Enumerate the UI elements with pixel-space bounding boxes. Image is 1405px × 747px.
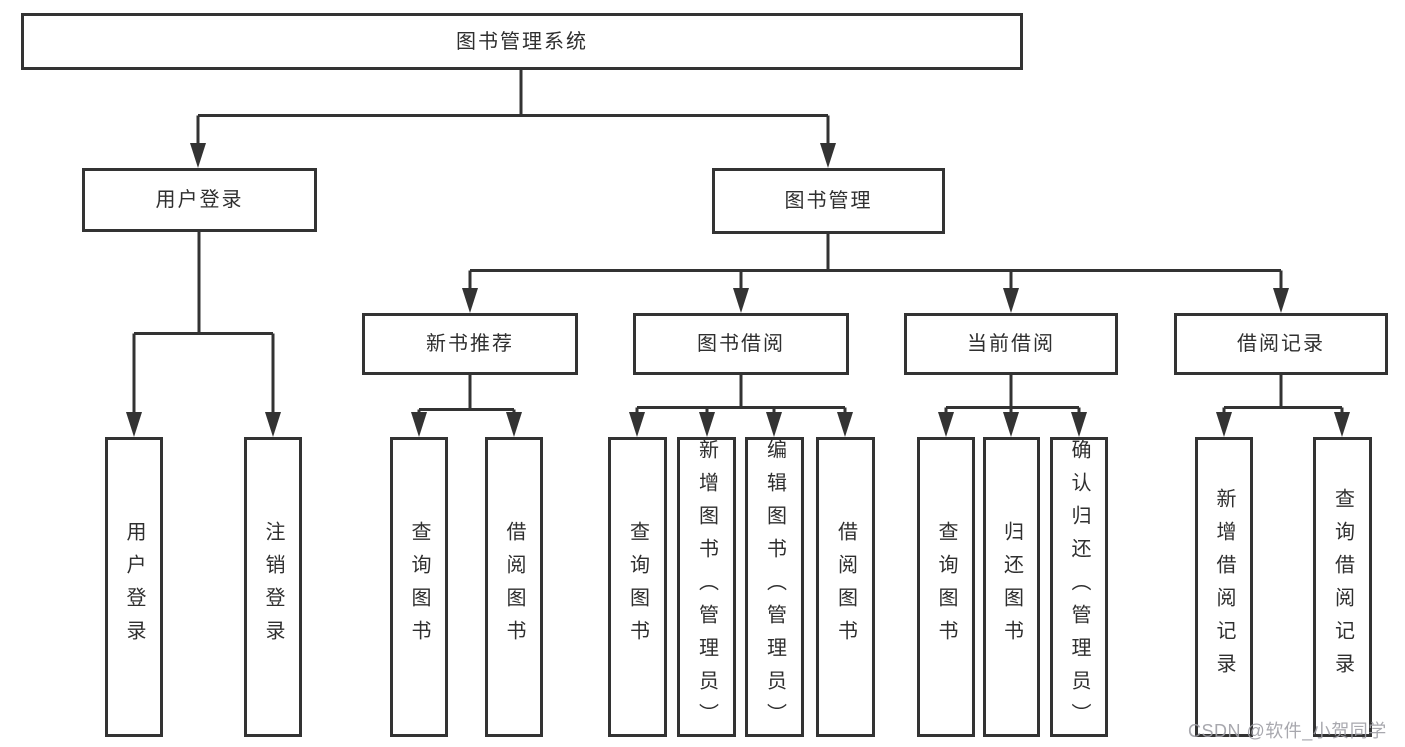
leaf-label: 用户登录 bbox=[123, 521, 145, 653]
node-new-book-recommend: 新书推荐 bbox=[362, 313, 578, 375]
leaf-user-login: 用户登录 bbox=[105, 437, 163, 737]
leaf-label: 注销登录 bbox=[262, 521, 284, 653]
leaf-borrow-book: 借阅图书 bbox=[816, 437, 875, 737]
leaf-label: 归还图书 bbox=[1000, 521, 1023, 653]
node-label: 用户登录 bbox=[155, 189, 244, 211]
leaf-label: 新增图书（管理员） bbox=[695, 438, 718, 736]
node-label: 图书管理 bbox=[784, 190, 873, 212]
csdn-watermark: CSDN @软件_小贺同学 bbox=[1188, 721, 1387, 741]
leaf-label: 查询图书 bbox=[626, 521, 649, 653]
leaf-query-book-recommend: 查询图书 bbox=[390, 437, 448, 737]
leaf-borrow-book-recommend: 借阅图书 bbox=[485, 437, 543, 737]
leaf-label: 新增借阅记录 bbox=[1213, 488, 1235, 686]
leaf-label: 确认归还（管理员） bbox=[1068, 438, 1090, 736]
leaf-label: 编辑图书（管理员） bbox=[763, 438, 786, 736]
leaf-query-borrow-record: 查询借阅记录 bbox=[1313, 437, 1372, 737]
node-label: 借阅记录 bbox=[1237, 333, 1325, 355]
node-book-borrow: 图书借阅 bbox=[633, 313, 849, 375]
leaf-return-book: 归还图书 bbox=[983, 437, 1040, 737]
leaf-label: 借阅图书 bbox=[503, 521, 525, 653]
leaf-label: 查询图书 bbox=[408, 521, 430, 653]
node-label: 图书借阅 bbox=[697, 333, 785, 355]
node-label: 当前借阅 bbox=[967, 333, 1055, 355]
node-current-borrow: 当前借阅 bbox=[904, 313, 1118, 375]
node-book-management: 图书管理 bbox=[712, 168, 945, 234]
node-user-login: 用户登录 bbox=[82, 168, 317, 232]
leaf-query-book-borrow: 查询图书 bbox=[608, 437, 667, 737]
node-label: 新书推荐 bbox=[426, 333, 514, 355]
node-borrow-record: 借阅记录 bbox=[1174, 313, 1388, 375]
node-label: 图书管理系统 bbox=[456, 30, 588, 53]
node-root-system: 图书管理系统 bbox=[21, 13, 1023, 70]
leaf-label: 查询借阅记录 bbox=[1331, 488, 1354, 686]
leaf-query-book-current: 查询图书 bbox=[917, 437, 975, 737]
leaf-add-book-admin: 新增图书（管理员） bbox=[677, 437, 736, 737]
leaf-edit-book-admin: 编辑图书（管理员） bbox=[745, 437, 804, 737]
leaf-label: 查询图书 bbox=[935, 521, 957, 653]
leaf-confirm-return-admin: 确认归还（管理员） bbox=[1050, 437, 1108, 737]
leaf-label: 借阅图书 bbox=[834, 521, 857, 653]
leaf-add-borrow-record: 新增借阅记录 bbox=[1195, 437, 1253, 737]
leaf-logout: 注销登录 bbox=[244, 437, 302, 737]
